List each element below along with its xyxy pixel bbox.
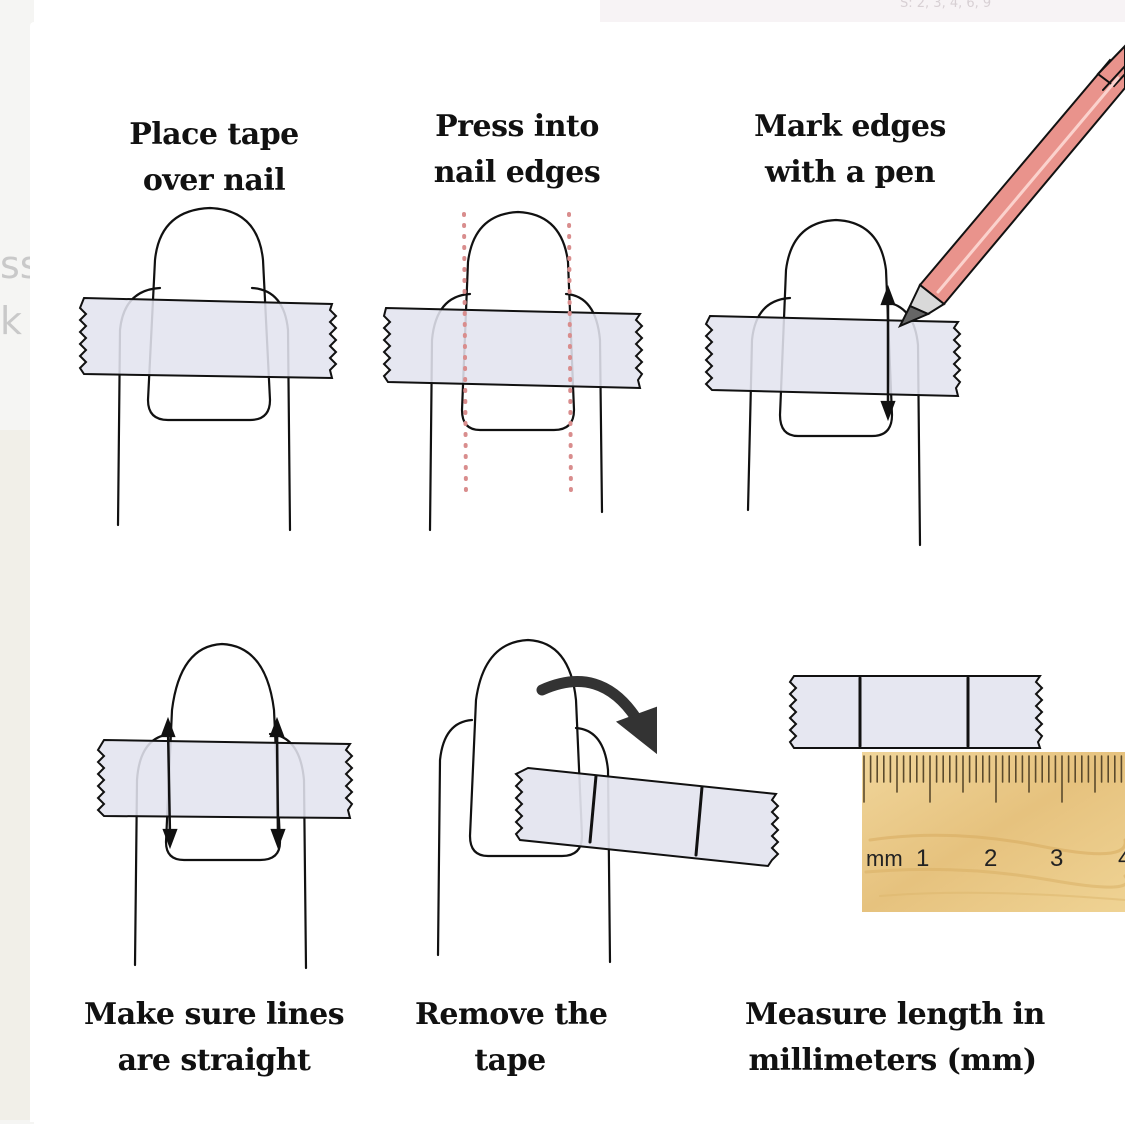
pen-icon <box>897 44 1125 328</box>
peeled-tape-strip <box>514 766 780 868</box>
background-size-text: S: 2, 3, 4, 6, 9 <box>900 0 992 11</box>
curved-arrow-icon <box>536 676 657 755</box>
ruler-icon: mm 1 2 3 4 <box>862 752 1125 912</box>
step-3-illustration <box>704 44 1125 547</box>
nail-outline <box>146 206 272 422</box>
tape-strip <box>96 738 354 820</box>
tape-strip <box>704 314 962 398</box>
tape-strip <box>788 675 1044 749</box>
background-top-strip <box>600 0 1125 22</box>
finger-outline <box>574 726 612 964</box>
background-text-fragment: k <box>0 299 23 343</box>
instruction-card <box>30 22 1125 1122</box>
nail-outline <box>164 642 282 862</box>
step-4-illustration <box>96 642 354 970</box>
ruler-number: 3 <box>1050 845 1063 872</box>
step-1-illustration <box>78 206 338 532</box>
dotted-guide-right <box>567 212 573 500</box>
background-left-panel <box>0 430 30 1120</box>
double-arrow-icon <box>269 716 286 850</box>
ruler-number: 1 <box>916 845 929 872</box>
finger-outline <box>436 718 474 957</box>
tape-strip <box>78 296 338 380</box>
nail-outline <box>460 210 576 432</box>
nail-outline <box>778 218 894 438</box>
step-2-illustration <box>382 210 644 532</box>
nail-outline <box>468 638 584 858</box>
step-5-illustration <box>436 638 780 964</box>
double-arrow-icon <box>880 284 896 422</box>
ruler-unit-label: mm <box>866 846 903 871</box>
ruler-number: 4 <box>1118 845 1125 872</box>
ruler-number: 2 <box>984 845 997 872</box>
double-arrow-icon <box>160 716 178 850</box>
dotted-guide-left <box>462 212 468 500</box>
tape-strip <box>382 306 644 390</box>
step-6-illustration: mm 1 2 3 4 <box>788 675 1125 912</box>
ruler-ticks <box>863 755 1123 803</box>
